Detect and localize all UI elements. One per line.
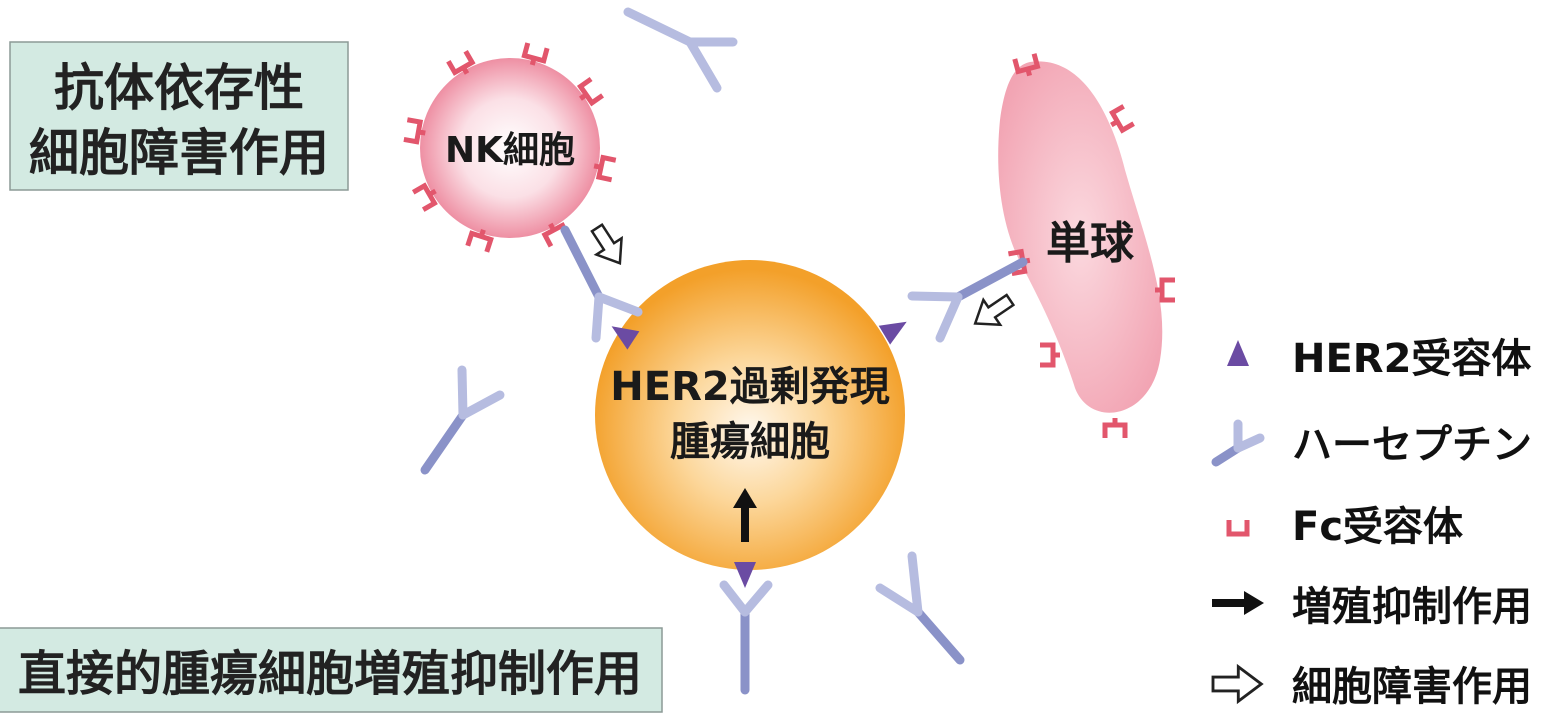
direct-inhibition-label: 直接的腫瘍細胞増殖抑制作用 [18, 646, 642, 702]
solid-arrow-icon [1212, 591, 1264, 615]
fc-receptor-icon [521, 42, 550, 66]
fc-receptor-icon [465, 229, 494, 253]
legend-item-growth-inhibition: 増殖抑制作用 [1212, 584, 1532, 630]
monocyte-label: 単球 [1046, 218, 1135, 269]
fc-receptor-icon [1108, 104, 1135, 134]
her2-receptor-icon [611, 326, 640, 350]
herceptin-antibody-icon [875, 551, 965, 665]
legend-label: 増殖抑制作用 [1292, 584, 1532, 630]
legend-label: ハーセプチン [1292, 422, 1532, 468]
legend-item-her2: HER2受容体 [1227, 336, 1531, 382]
legend: HER2受容体 ハーセプチン Fc受容体 増殖抑制作用 細胞障害作用 [1211, 336, 1532, 710]
fc-receptor-icon [1226, 520, 1250, 537]
her2-receptor-icon [734, 562, 756, 588]
her2-receptor-icon [878, 321, 907, 345]
tumor-cell: HER2過剰発現 腫瘍細胞 [595, 260, 907, 588]
fc-receptor-icon [403, 117, 426, 145]
legend-label: Fc受容体 [1292, 504, 1463, 550]
nk-cell: NK細胞 [403, 42, 617, 253]
growth-inhibition-arrow [733, 488, 757, 542]
antibodies [420, 7, 1028, 695]
monocyte-cytotoxic-arrow [973, 293, 1016, 327]
tumor-cell-label-line2: 腫瘍細胞 [670, 419, 830, 465]
herceptin-antibody-icon [623, 7, 738, 93]
nk-fc-receptors [403, 42, 617, 253]
fc-receptor-icon [1040, 342, 1060, 368]
herceptin-antibody-icon [719, 580, 773, 695]
direct-inhibition-label-box: 直接的腫瘍細胞増殖抑制作用 [0, 627, 663, 713]
fc-receptor-icon [593, 154, 617, 183]
legend-item-herceptin: ハーセプチン [1211, 419, 1532, 468]
nk-cell-label: NK細胞 [445, 130, 575, 171]
herceptin-antibody-icon [560, 225, 643, 343]
fc-receptor-icon [576, 76, 604, 107]
legend-item-cytotoxic: 細胞障害作用 [1211, 663, 1532, 710]
legend-label: 細胞障害作用 [1292, 664, 1532, 710]
herceptin-antibody-icon [420, 365, 505, 475]
hollow-arrow-icon [1211, 663, 1264, 705]
her2-receptors [611, 321, 907, 588]
herceptin-antibody-icon [907, 257, 1028, 343]
adcc-label-line2: 細胞障害作用 [29, 124, 329, 182]
adcc-label-line1: 抗体依存性 [54, 59, 304, 117]
tumor-cell-label-line1: HER2過剰発現 [610, 364, 889, 410]
monocyte: 単球 [998, 53, 1175, 438]
herceptin-antibody-icon [1211, 419, 1265, 467]
adcc-label-box: 抗体依存性 細胞障害作用 [9, 41, 349, 191]
fc-receptor-icon [1102, 418, 1128, 438]
nk-cytotoxic-arrow [590, 223, 623, 265]
fc-receptor-icon [411, 182, 438, 212]
legend-item-fc: Fc受容体 [1226, 504, 1463, 550]
fc-receptor-icon [1012, 53, 1041, 77]
her2-receptor-icon [1227, 340, 1249, 366]
fc-receptor-icon [1155, 277, 1175, 303]
fc-receptor-icon [446, 49, 476, 76]
legend-label: HER2受容体 [1292, 336, 1531, 382]
